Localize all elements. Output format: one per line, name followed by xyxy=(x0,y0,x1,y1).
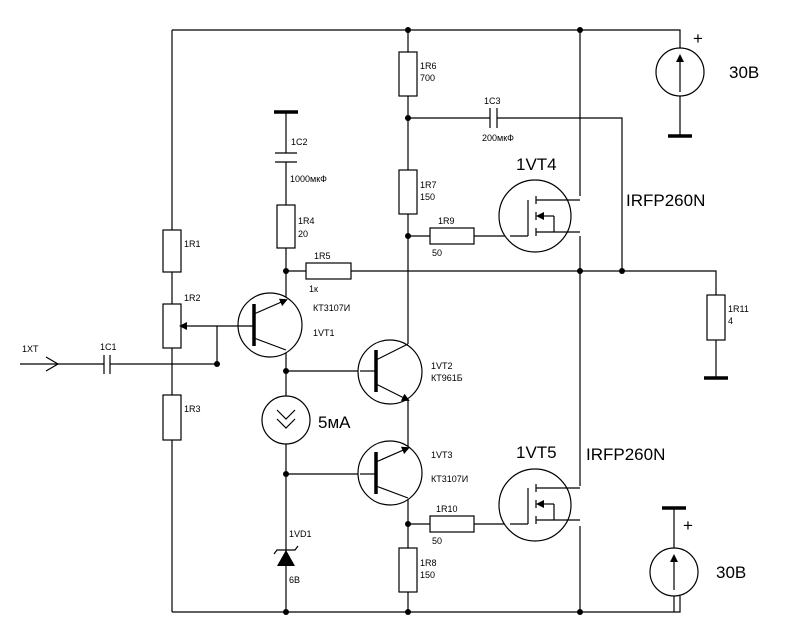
junction-dot xyxy=(283,368,289,374)
resistor-r9: 1R9 50 xyxy=(429,216,475,258)
resistor-r11: 1R11 4 xyxy=(706,294,749,341)
supply-top-label: 30В xyxy=(729,63,759,82)
resistor-r4: 1R4 20 xyxy=(276,204,315,249)
junction-dot xyxy=(405,115,411,121)
vt2-type: КТ961Б xyxy=(431,373,463,383)
supply-top-plus: + xyxy=(693,29,703,48)
r10-label: 1R10 xyxy=(436,504,458,514)
transistor-vt1: КТ3107И 1VT1 xyxy=(236,292,350,358)
r8-value: 150 xyxy=(420,570,435,580)
potentiometer-r2: 1R2 xyxy=(162,293,201,349)
junction-dots xyxy=(214,27,625,615)
r1-label: 1R1 xyxy=(184,239,201,249)
input-label: 1XT xyxy=(22,344,39,354)
c2-value: 1000мкФ xyxy=(290,174,327,184)
c3-value: 200мкФ xyxy=(482,133,514,143)
r5-value: 1к xyxy=(309,284,318,294)
r9-value: 50 xyxy=(432,248,442,258)
c3-label: 1C3 xyxy=(484,96,501,106)
resistor-r1: 1R1 xyxy=(162,229,201,273)
junction-dot xyxy=(405,27,411,33)
capacitor-c2: 1C2 1000мкФ xyxy=(275,137,327,184)
supply-bottom-label: 30В xyxy=(716,563,746,582)
r11-label: 1R11 xyxy=(728,304,749,314)
vt2-label: 1VT2 xyxy=(431,361,453,371)
resistor-r7: 1R7 150 xyxy=(398,169,437,215)
vt5-label: 1VT5 xyxy=(516,443,557,462)
r4-label: 1R4 xyxy=(298,216,315,226)
junction-dot xyxy=(577,268,583,274)
junction-dot xyxy=(577,609,583,615)
resistor-r5: 1R5 1к xyxy=(305,251,352,294)
r9-label: 1R9 xyxy=(438,216,455,226)
vt4-label: 1VT4 xyxy=(516,155,557,174)
input-terminal: 1XT xyxy=(22,344,60,372)
current-source-5ma: 5мА xyxy=(261,395,351,445)
vt3-type: КТ3107И xyxy=(431,474,468,484)
r6-label: 1R6 xyxy=(420,61,437,71)
vt1-type: КТ3107И xyxy=(313,303,350,313)
capacitor-c1: 1C1 xyxy=(100,342,118,374)
vt4-type: IRFP260N xyxy=(626,191,705,210)
r11-value: 4 xyxy=(728,316,733,326)
capacitor-c3: 1C3 200мкФ xyxy=(482,96,514,143)
junction-dot xyxy=(577,27,583,33)
vt3-label: 1VT3 xyxy=(431,450,453,460)
transistor-vt2: 1VT2 КТ961Б xyxy=(357,339,463,405)
r3-label: 1R3 xyxy=(184,404,201,414)
junction-dot xyxy=(405,233,411,239)
junction-dot xyxy=(619,268,625,274)
junction-dot xyxy=(283,268,289,274)
junction-dot xyxy=(283,471,289,477)
r5-label: 1R5 xyxy=(314,251,331,261)
transistor-vt3: 1VT3 КТ3107И xyxy=(357,440,468,506)
current-source-label: 5мА xyxy=(318,413,351,432)
vd1-value: 6В xyxy=(289,575,300,585)
vt1-label: 1VT1 xyxy=(313,328,335,338)
vt5-type: IRFP260N xyxy=(586,445,665,464)
junction-dot xyxy=(214,361,220,367)
supply-bottom: + 30В xyxy=(649,506,746,612)
r7-value: 150 xyxy=(420,192,435,202)
zener-vd1: 1VD1 6В xyxy=(273,529,312,585)
mosfet-vt4: 1VT4 IRFP260N xyxy=(498,155,705,253)
c2-label: 1C2 xyxy=(291,137,308,147)
junction-dot xyxy=(405,521,411,527)
junction-dot xyxy=(405,609,411,615)
supply-top: + 30В xyxy=(655,29,759,138)
r7-label: 1R7 xyxy=(420,180,437,190)
wires xyxy=(20,29,717,613)
c1-label: 1C1 xyxy=(100,342,117,352)
mosfet-vt5: 1VT5 IRFP260N xyxy=(498,443,665,542)
resistor-r3: 1R3 xyxy=(162,394,201,441)
resistor-r10: 1R10 50 xyxy=(429,504,475,546)
junction-dot xyxy=(283,609,289,615)
resistor-r8: 1R8 150 xyxy=(398,547,437,593)
r8-label: 1R8 xyxy=(420,558,437,568)
r2-label: 1R2 xyxy=(184,293,201,303)
supply-bottom-plus: + xyxy=(683,516,693,535)
r10-value: 50 xyxy=(432,536,442,546)
r4-value: 20 xyxy=(298,229,308,239)
r6-value: 700 xyxy=(420,73,435,83)
vd1-label: 1VD1 xyxy=(289,529,312,539)
resistor-r6: 1R6 700 xyxy=(398,51,437,97)
